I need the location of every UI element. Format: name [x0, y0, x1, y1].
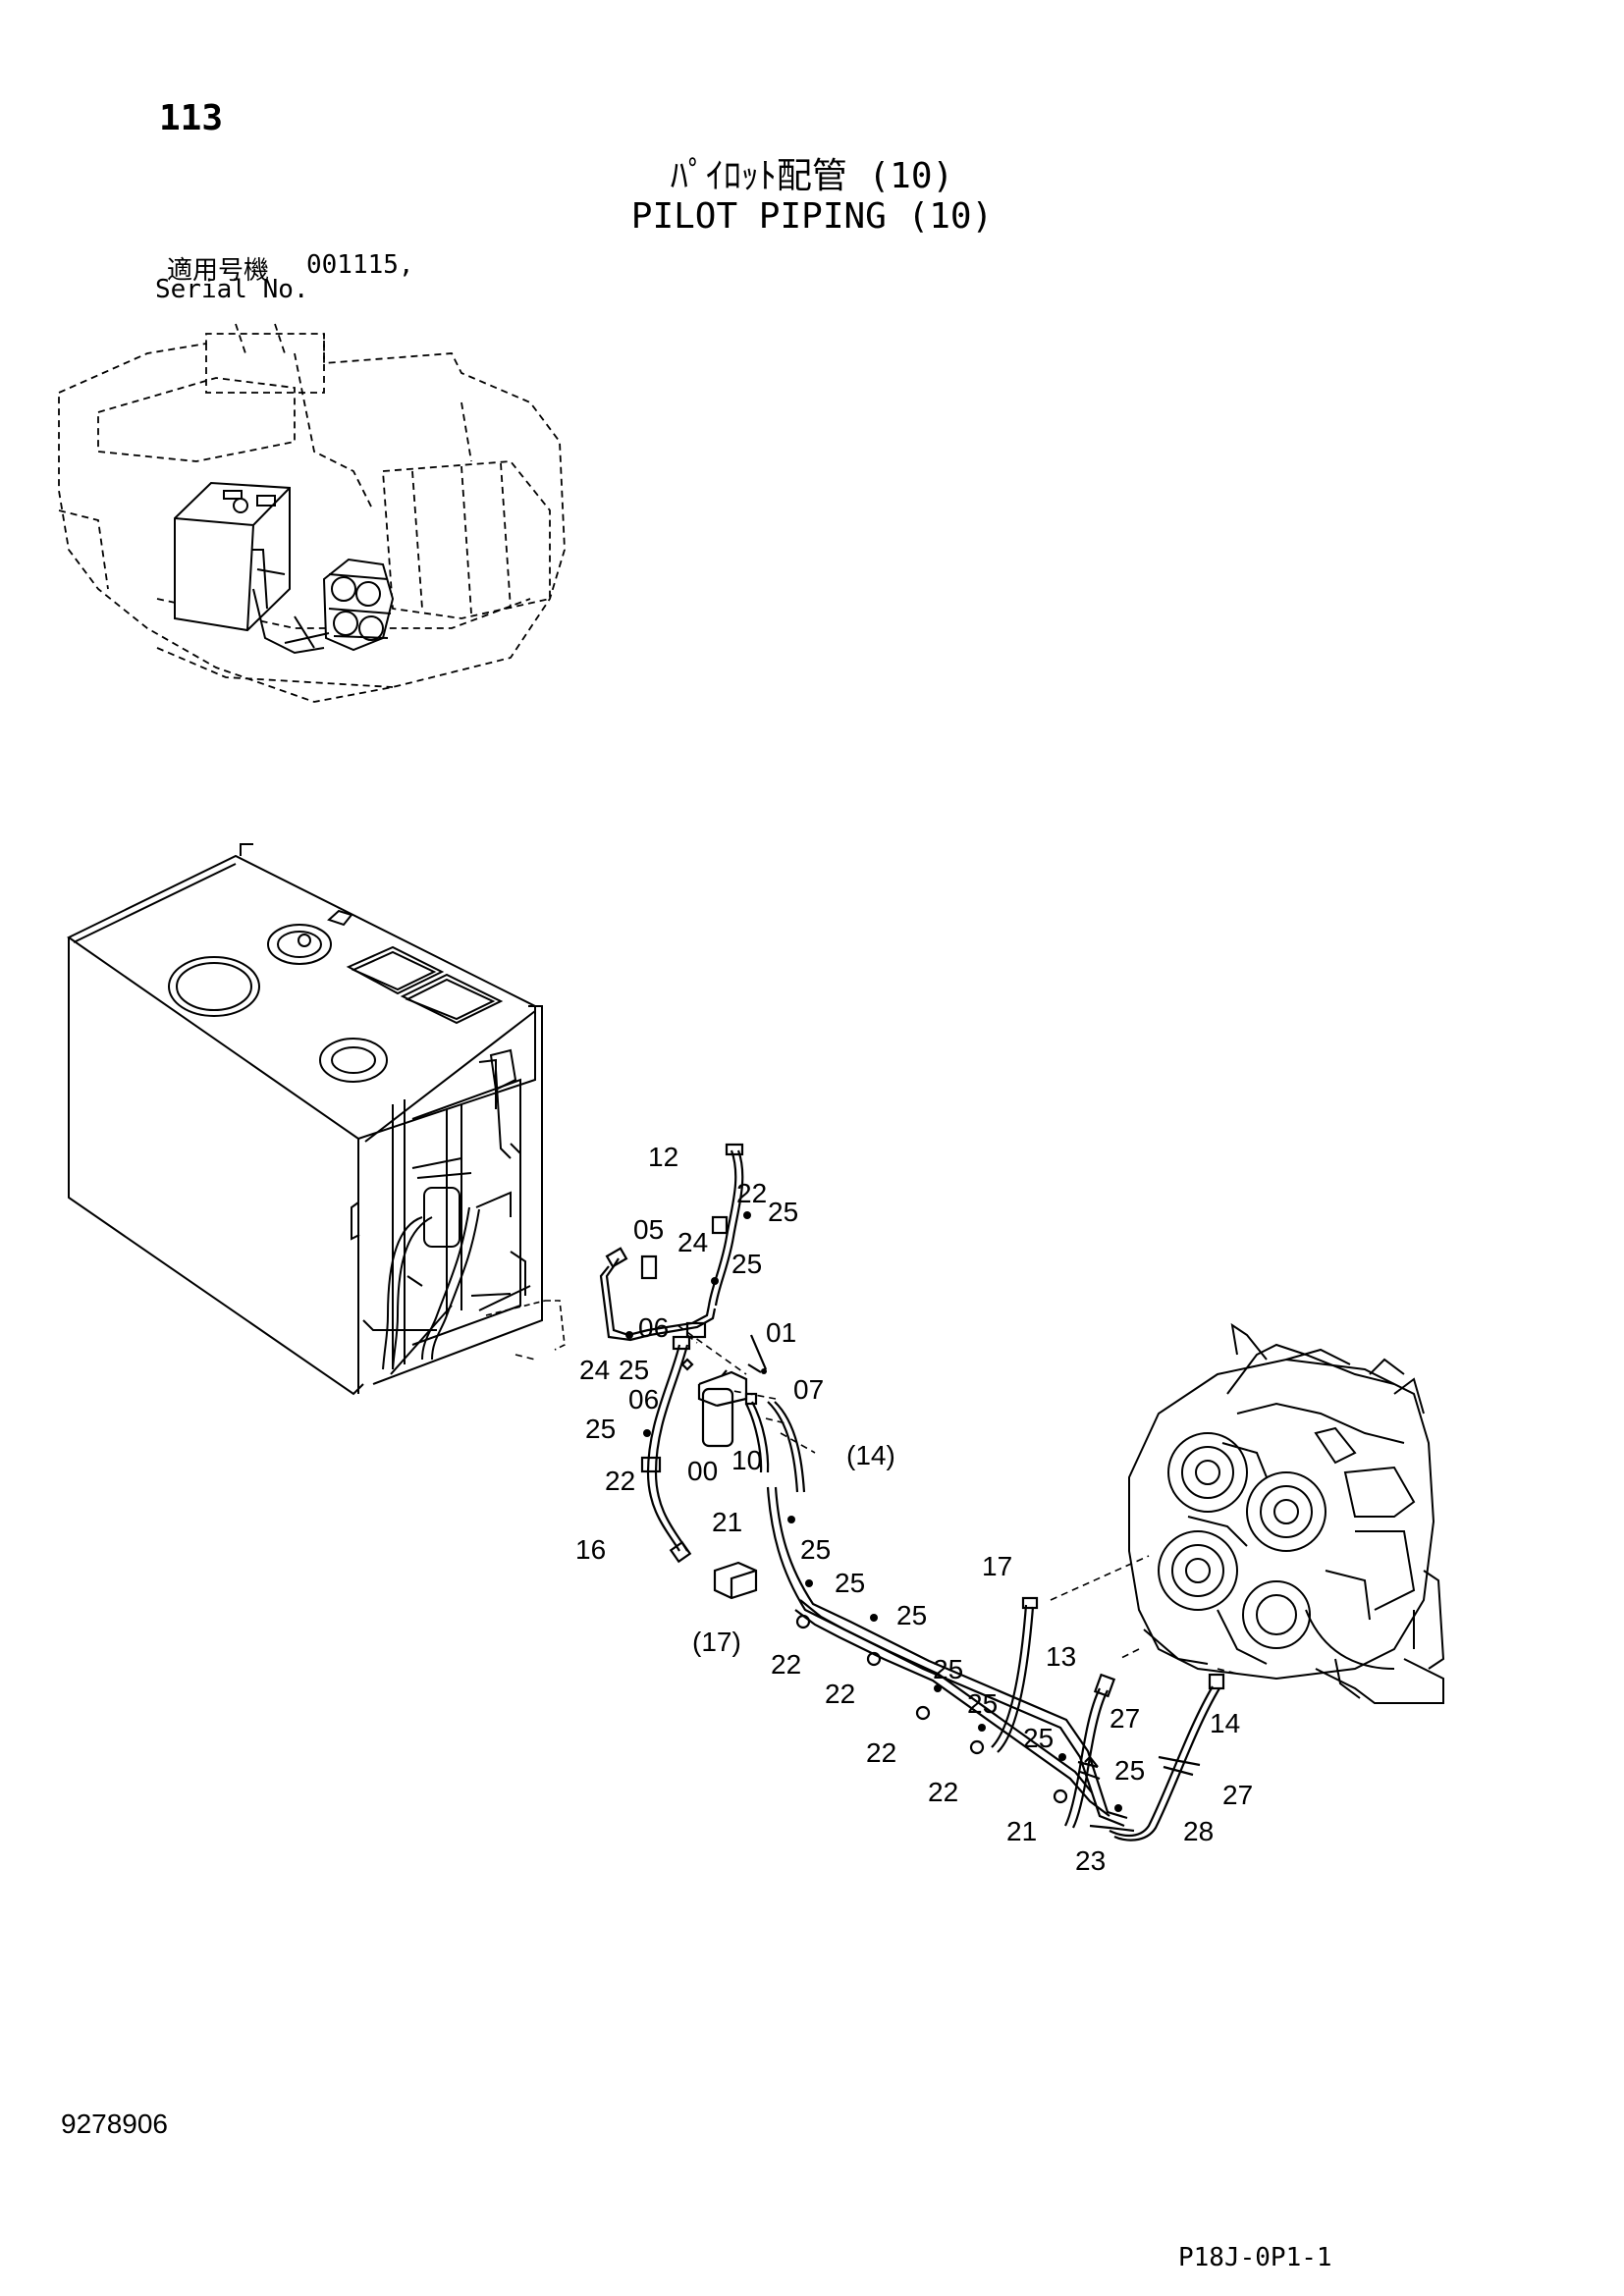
callout: (14)	[846, 1440, 895, 1470]
callout: 22	[605, 1466, 635, 1496]
hydraulic-tank	[67, 843, 543, 1396]
callout: 21	[1006, 1816, 1037, 1846]
callout: 25	[933, 1654, 963, 1684]
callout: 21	[712, 1507, 742, 1537]
callout: 01	[766, 1317, 796, 1348]
callout: 14	[1210, 1708, 1240, 1738]
callout: 28	[1183, 1816, 1214, 1846]
page-number: 113	[159, 98, 224, 138]
callout: 22	[736, 1178, 767, 1208]
page-code: P18J-0P1-1	[1178, 2243, 1332, 2272]
callout: 25	[896, 1600, 927, 1630]
pilot-pipes	[599, 1143, 1225, 1842]
callout: 06	[638, 1312, 669, 1343]
serial-label-japanese: 適用号機	[167, 256, 270, 286]
title-japanese: ﾊﾟｲﾛｯﾄ配管 (10)	[670, 156, 954, 196]
callout: 25	[619, 1355, 649, 1385]
callout: 22	[825, 1679, 855, 1709]
callout-labels: 12 22 25 05 24 25 06 01 24 25 07 06 25 0…	[575, 1142, 1253, 1876]
callout: 25	[1114, 1755, 1145, 1786]
serial-value: 001115,	[306, 250, 414, 280]
callout: 10	[731, 1445, 762, 1475]
callout: 06	[628, 1384, 659, 1415]
callout: 24	[677, 1227, 708, 1257]
overview-tank	[174, 481, 291, 632]
document-number: 9278906	[61, 2109, 169, 2139]
callout: 13	[1046, 1641, 1076, 1672]
callout: 17	[982, 1551, 1012, 1581]
hydraulic-pump	[1128, 1322, 1445, 1704]
callout: 07	[793, 1374, 824, 1405]
callout: 22	[771, 1649, 801, 1680]
callout: 22	[866, 1737, 896, 1768]
callout: 25	[967, 1688, 998, 1719]
callout: 27	[1222, 1780, 1253, 1810]
callout: 27	[1110, 1703, 1140, 1734]
callout: 25	[731, 1249, 762, 1279]
callout: (17)	[692, 1627, 741, 1657]
callout: 22	[928, 1777, 958, 1807]
title-english: PILOT PIPING (10)	[630, 196, 994, 237]
bolts	[625, 1211, 1122, 1812]
overview-machine	[58, 323, 566, 703]
callout: 12	[648, 1142, 678, 1172]
callout: 24	[579, 1355, 610, 1385]
callout: 25	[835, 1568, 865, 1598]
callout: 00	[687, 1456, 718, 1486]
callout: 25	[1023, 1723, 1054, 1753]
callout: 16	[575, 1534, 606, 1565]
callout: 25	[585, 1414, 616, 1444]
callout: 25	[800, 1534, 831, 1565]
callout: 25	[768, 1197, 798, 1227]
callout: 23	[1075, 1845, 1106, 1876]
serial-label-english: Serial No.	[155, 275, 309, 304]
overview-pump	[252, 558, 395, 655]
callout: 05	[633, 1214, 664, 1245]
